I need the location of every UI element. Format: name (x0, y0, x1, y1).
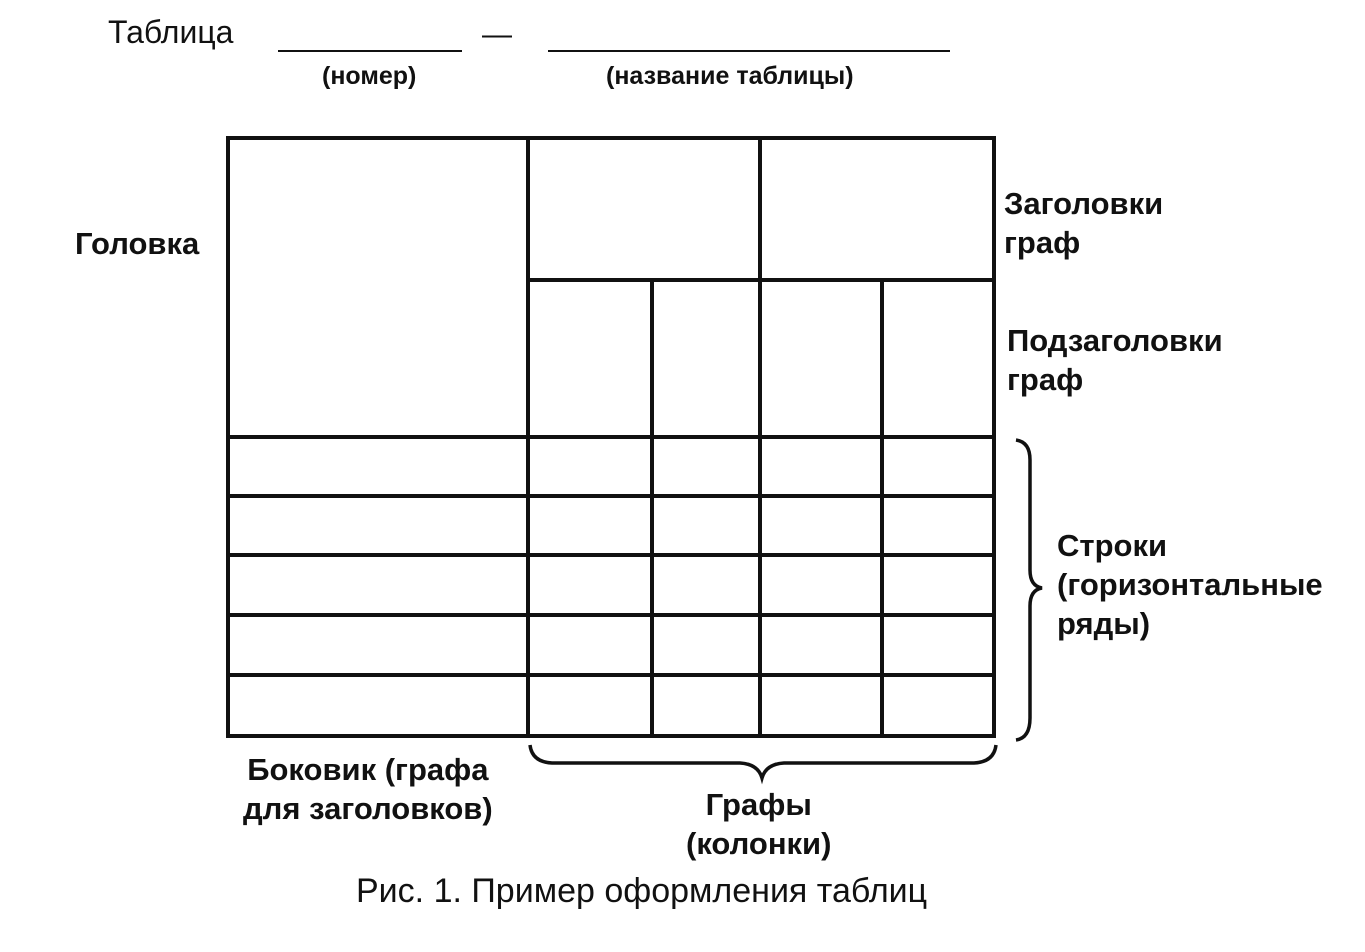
header-dash: — (482, 18, 512, 51)
table-grid (226, 136, 996, 738)
stub-label: Боковик (графа для заголовков) (243, 752, 493, 826)
column-headings-label: Заголовки граф (1004, 186, 1164, 260)
number-hint: (номер) (322, 62, 417, 90)
rows-label: Строки (горизонтальные ряды) (1057, 528, 1323, 641)
column-subheadings-label: Подзаголовки граф (1007, 323, 1223, 397)
figure-caption: Рис. 1. Пример оформления таблиц (356, 872, 928, 910)
columns-brace (528, 744, 998, 785)
table-word: Таблица (108, 14, 234, 50)
columns-label: Графы (колонки) (686, 787, 832, 861)
table-name-hint: (название таблицы) (606, 62, 854, 90)
rows-brace (1015, 438, 1043, 742)
head-label: Головка (75, 226, 200, 261)
